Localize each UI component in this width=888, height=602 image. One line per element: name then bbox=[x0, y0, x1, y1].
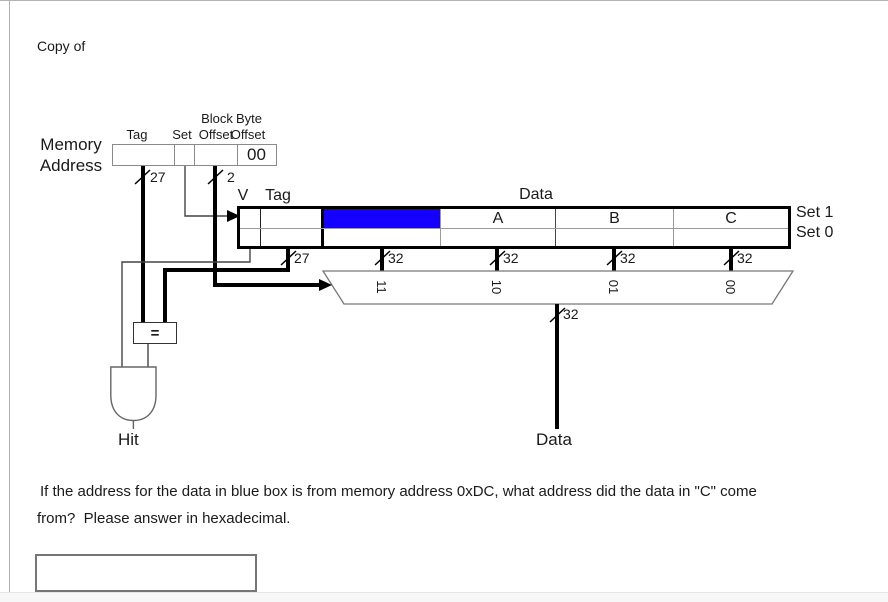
cache-tag-width-label: 27 bbox=[294, 250, 310, 266]
byte-offset-value: 00 bbox=[247, 145, 266, 164]
cache-cell-b-set0 bbox=[556, 229, 674, 246]
answer-input[interactable] bbox=[35, 554, 257, 592]
byte-offset-field-label: Offset bbox=[230, 127, 266, 142]
page-left-border bbox=[9, 0, 10, 602]
block-offset-width-label: 2 bbox=[227, 169, 235, 185]
cache-table: A B C bbox=[237, 206, 791, 249]
cache-cell-valid-set1 bbox=[240, 209, 261, 228]
memory-address-label-line2: Address bbox=[39, 156, 103, 175]
valid-bit-wire bbox=[121, 249, 251, 367]
byte-offset-label-top: Byte bbox=[235, 111, 262, 126]
block-offset-label-top: Block bbox=[201, 111, 233, 126]
addr-divider-block-byte bbox=[237, 145, 238, 165]
question-line1: If the address for the data in blue box … bbox=[40, 483, 757, 500]
equals-symbol: = bbox=[150, 324, 160, 342]
cache-cell-tag-set1 bbox=[261, 209, 324, 228]
page-title: Copy of bbox=[37, 38, 86, 54]
cache-row-set0 bbox=[240, 228, 788, 246]
set1-label: Set 1 bbox=[796, 204, 834, 221]
hit-label: Hit bbox=[118, 430, 139, 449]
tag-field-label: Tag bbox=[126, 127, 148, 142]
addr-divider-tag-set bbox=[174, 145, 175, 165]
cache-header-data: Data bbox=[519, 186, 553, 203]
memory-tag-bus bbox=[134, 166, 151, 323]
mux-select-00: 00 bbox=[723, 279, 739, 295]
mux-output-bus bbox=[549, 304, 566, 429]
mux-select-arrowhead bbox=[319, 279, 332, 291]
data-word-buses bbox=[374, 246, 740, 272]
data-out-label: Data bbox=[536, 430, 572, 449]
cache-cell-a-set0 bbox=[441, 229, 556, 246]
cache-cell-c-set0 bbox=[674, 229, 788, 246]
mux-select-11: 11 bbox=[374, 280, 390, 294]
cache-cell-valid-set0 bbox=[240, 229, 261, 246]
page-top-border bbox=[0, 0, 888, 1]
addr-divider-set-block bbox=[194, 145, 195, 165]
data-width-label-1: 32 bbox=[503, 250, 519, 266]
blue-highlight-cell bbox=[324, 209, 441, 228]
cache-tag-bus bbox=[163, 249, 297, 323]
memory-address-label-line1: Memory bbox=[40, 135, 102, 154]
set-field-label: Set bbox=[172, 127, 192, 142]
question-line2: from? Please answer in hexadecimal. bbox=[37, 510, 291, 527]
and-gate bbox=[110, 366, 157, 429]
cache-cell-B: B bbox=[556, 209, 674, 228]
mux-select-10: 10 bbox=[489, 279, 505, 295]
cache-cell-C: C bbox=[725, 209, 737, 227]
cache-cell-tag-set0 bbox=[261, 229, 324, 246]
cache-row-set1: A B C bbox=[240, 209, 788, 228]
cache-cell-A: A bbox=[441, 209, 556, 228]
data-width-label-0: 32 bbox=[388, 250, 404, 266]
tag-comparator: = bbox=[133, 322, 177, 344]
set0-label: Set 0 bbox=[796, 224, 834, 241]
cache-header-tag: Tag bbox=[265, 187, 291, 204]
cache-header-v: V bbox=[237, 187, 249, 204]
memory-address-box: 00 bbox=[112, 144, 277, 166]
data-width-label-3: 32 bbox=[737, 250, 753, 266]
mem-tag-width-label: 27 bbox=[150, 169, 166, 185]
mux-select-01: 01 bbox=[606, 279, 622, 295]
data-width-label-2: 32 bbox=[620, 250, 636, 266]
mux-out-width-label: 32 bbox=[563, 306, 579, 322]
page-bottom-band bbox=[0, 592, 888, 602]
block-offset-field-label: Offset bbox=[198, 127, 234, 142]
cache-cell-d1-set0 bbox=[324, 229, 441, 246]
